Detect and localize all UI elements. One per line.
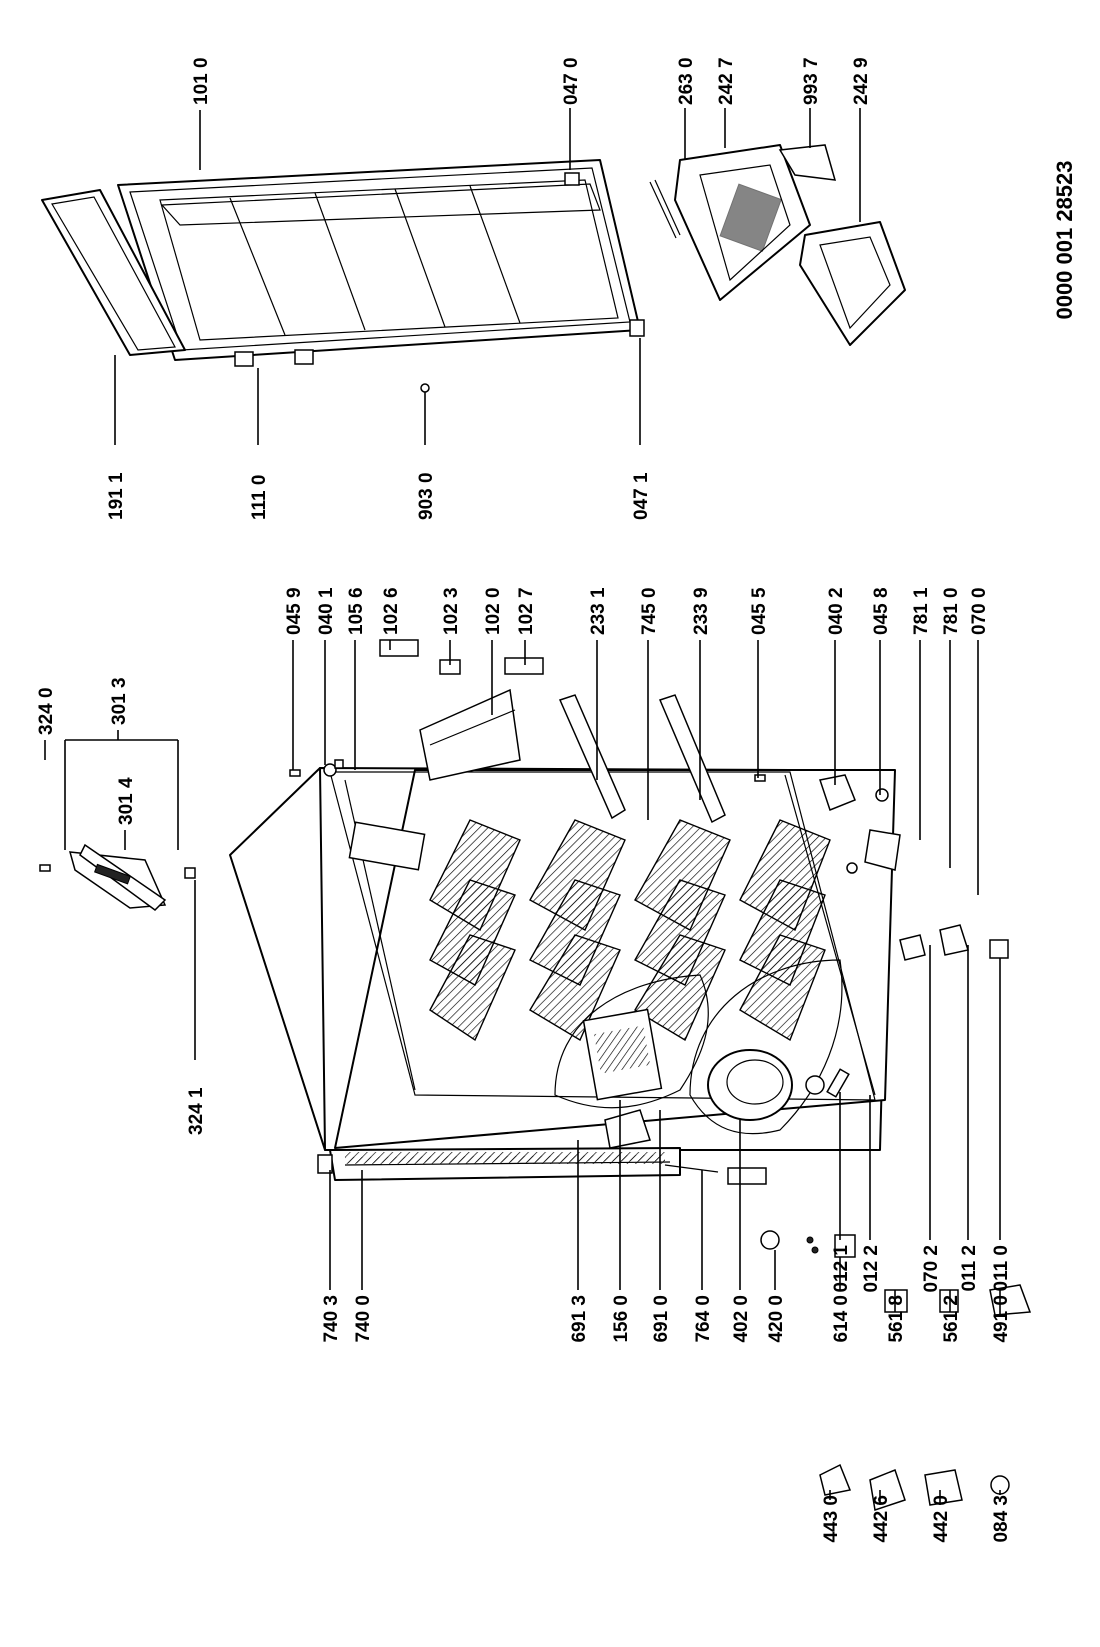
part-label: 045 9 [284,587,305,635]
part-label: 561 2 [941,1295,962,1343]
document-number: 0000 001 28523 [1052,160,1077,319]
part-label: 745 0 [639,587,660,635]
door-assembly [117,159,641,361]
part-label: 101 0 [191,57,212,105]
part-label: 040 2 [826,587,847,635]
part-label: 047 1 [631,472,652,520]
part-label: 740 0 [353,1295,374,1343]
part-label: 012 1 [831,1245,852,1293]
part-labels: 101 0 047 0 263 0 242 7 993 7 242 9 191 … [36,57,1012,1542]
part-label: 233 1 [588,587,609,635]
part-label: 614 0 [831,1295,852,1343]
part-label: 102 0 [483,587,504,635]
basket-assembly [649,144,906,346]
part-label: 045 8 [871,587,892,635]
part-label: 011 2 [959,1245,980,1292]
part-label: 102 3 [441,587,462,635]
part-label: 561 8 [886,1295,907,1343]
part-label: 443 0 [821,1495,842,1543]
part-label: 781 1 [911,587,932,635]
part-label: 242 7 [716,57,737,105]
part-label: 012 2 [861,1245,882,1293]
part-label: 420 0 [766,1295,787,1343]
part-label: 102 7 [516,587,537,635]
part-label: 324 0 [36,687,57,735]
part-label: 070 2 [921,1245,942,1293]
part-label: 111 0 [249,475,270,520]
part-label: 993 7 [801,57,822,105]
part-label: 047 0 [561,57,582,105]
part-label: 263 0 [676,57,697,105]
part-label: 691 3 [569,1295,590,1343]
part-label: 233 9 [691,587,712,635]
part-label: 491 0 [991,1295,1012,1343]
compressor-area [554,959,850,1135]
part-label: 040 1 [316,587,337,635]
part-label: 156 0 [611,1295,632,1343]
part-label: 402 0 [731,1295,752,1343]
part-label: 105 6 [346,587,367,635]
part-label: 301 3 [109,677,130,725]
part-label: 324 1 [186,1087,207,1135]
part-label: 442 6 [871,1495,892,1543]
part-label: 764 0 [693,1295,714,1343]
part-label: 442 0 [931,1495,952,1543]
part-label: 903 0 [416,472,437,520]
door-gasket [41,189,186,356]
part-label: 301 4 [116,777,137,825]
part-label: 781 0 [941,587,962,635]
part-label: 045 5 [749,587,770,635]
part-label: 740 3 [321,1295,342,1343]
freezer-shelves [429,819,831,1042]
part-label: 691 0 [651,1295,672,1343]
door-hinge-parts [234,172,645,393]
small-parts [39,639,1032,1511]
part-label: 191 1 [106,472,127,520]
condenser-rack [317,1147,681,1181]
part-label: 011 0 [991,1245,1012,1292]
part-label: 242 9 [851,57,872,105]
part-label: 084 3 [991,1495,1012,1543]
leader-lines [44,108,1001,1505]
part-label: 070 0 [969,587,990,635]
part-label: 102 6 [381,587,402,635]
